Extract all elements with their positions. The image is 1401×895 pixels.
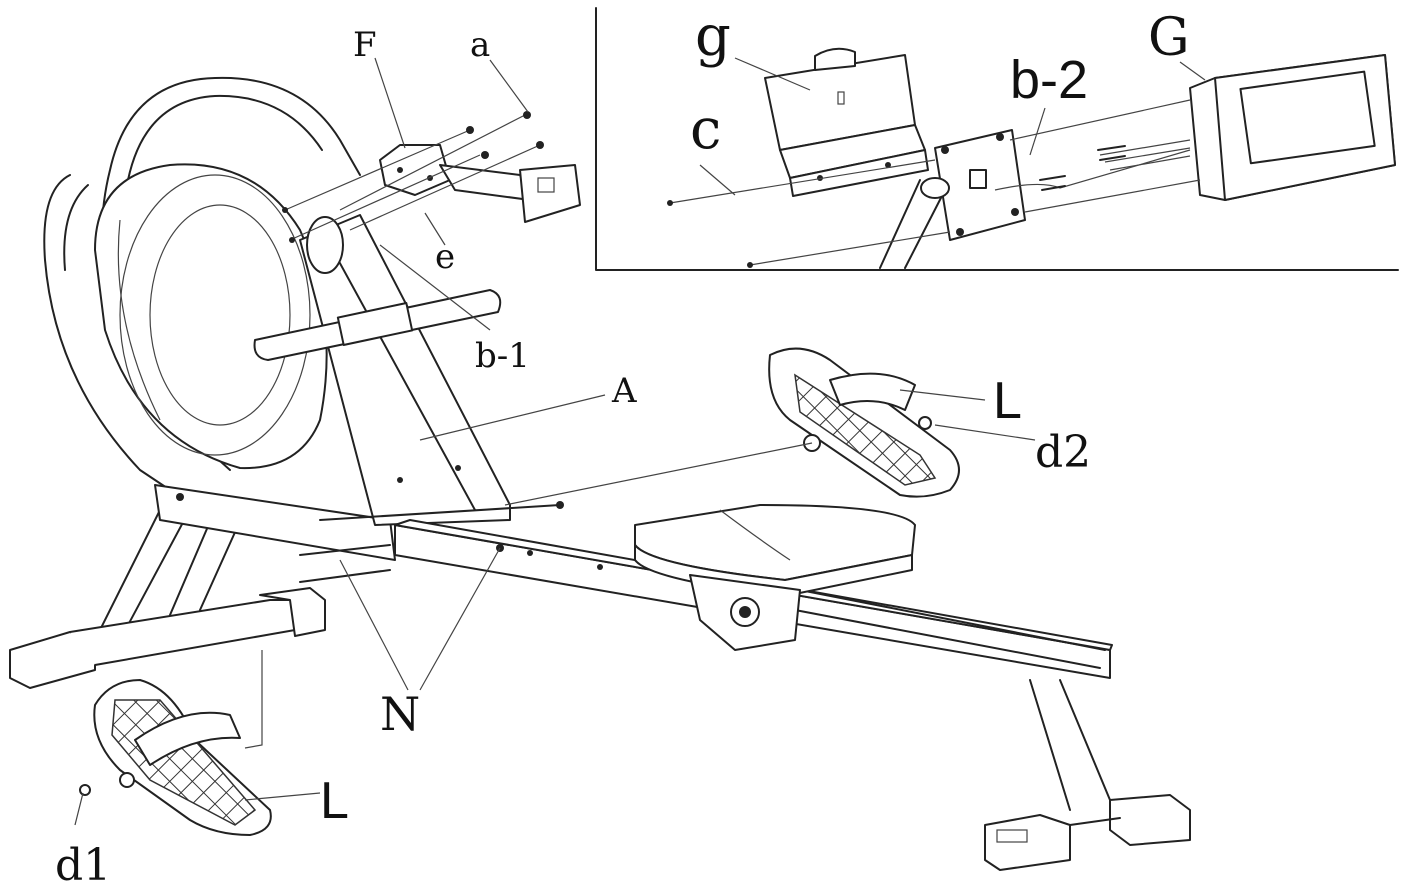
pedal-left <box>79 679 272 836</box>
pedal-right <box>768 347 960 498</box>
detail-inset <box>595 7 1399 271</box>
label-e: e <box>435 237 455 277</box>
label-d2: d2 <box>1035 427 1091 478</box>
label-b-1: b-1 <box>475 336 530 376</box>
label-F: F <box>353 25 377 65</box>
label-N: N <box>380 687 420 741</box>
label-A: A <box>611 371 637 411</box>
label-G: G <box>1148 8 1190 68</box>
mount-plate <box>879 129 1026 269</box>
leader-lines <box>74 57 1206 826</box>
rower-main <box>9 76 1191 871</box>
tablet-holder <box>764 47 929 197</box>
label-d1: d1 <box>55 840 111 891</box>
label-a: a <box>470 25 490 65</box>
label-c: c <box>690 97 721 162</box>
label-L-right: L <box>993 372 1022 430</box>
label-g: g <box>695 4 731 69</box>
label-b-2: b-2 <box>1010 50 1088 110</box>
monitor-console <box>1189 54 1396 201</box>
label-L-left: L <box>320 772 349 830</box>
bracket-F <box>282 111 581 243</box>
